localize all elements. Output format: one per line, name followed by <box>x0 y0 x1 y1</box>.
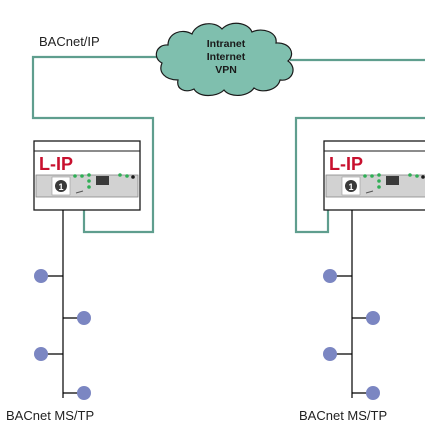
router-device-left: L-IP 1 <box>33 140 141 211</box>
status-led <box>377 173 381 177</box>
router-device-right: L-IP 1 <box>323 140 425 211</box>
cloud-line-internet: Internet <box>207 51 246 63</box>
status-led <box>377 179 381 183</box>
ip-network-lines <box>31 55 425 234</box>
status-led <box>80 174 84 178</box>
status-led <box>87 173 91 177</box>
status-led <box>415 174 419 178</box>
cloud-line-vpn: VPN <box>215 64 237 76</box>
status-led <box>87 185 91 189</box>
bus-node-icon <box>34 269 48 283</box>
status-led <box>125 174 129 178</box>
bacnet-ip-label: BACnet/IP <box>39 34 100 49</box>
panel-slash <box>75 190 84 194</box>
status-led <box>370 174 374 178</box>
bus-node-icon <box>34 347 48 361</box>
mstp-bus-right <box>330 210 373 398</box>
bus-node-icon <box>366 311 380 325</box>
status-led <box>377 185 381 189</box>
status-led <box>73 174 77 178</box>
device-title: L-IP <box>329 154 363 174</box>
status-led <box>363 174 367 178</box>
cloud-icon: Intranet Internet VPN <box>155 22 294 97</box>
bus-label-right: BACnet MS/TP <box>299 408 387 423</box>
device-front-panel <box>325 174 425 198</box>
ethernet-port <box>96 176 109 185</box>
port-badge: 1 <box>58 182 63 192</box>
status-led <box>118 173 122 177</box>
status-led <box>87 179 91 183</box>
device-front-panel <box>35 174 139 198</box>
status-led <box>408 173 412 177</box>
status-led <box>421 175 425 179</box>
port-badge-circle <box>345 180 357 192</box>
mstp-bus-left <box>41 210 84 398</box>
port-badge-circle <box>55 180 67 192</box>
mstp-nodes-right <box>323 269 380 400</box>
bus-node-icon <box>323 269 337 283</box>
panel-slash <box>365 190 374 194</box>
bus-node-icon <box>77 311 91 325</box>
cloud-line-intranet: Intranet <box>207 38 246 50</box>
bus-node-icon <box>366 386 380 400</box>
bus-node-icon <box>323 347 337 361</box>
device-title: L-IP <box>39 154 73 174</box>
bus-node-icon <box>77 386 91 400</box>
ethernet-port <box>386 176 399 185</box>
cloud-shape <box>155 22 294 97</box>
ip-line-left <box>31 55 157 234</box>
port-badge: 1 <box>348 182 353 192</box>
status-led <box>131 175 135 179</box>
mstp-nodes-left <box>34 269 91 400</box>
bus-label-left: BACnet MS/TP <box>6 408 94 423</box>
ip-line-right-drop <box>294 116 425 234</box>
